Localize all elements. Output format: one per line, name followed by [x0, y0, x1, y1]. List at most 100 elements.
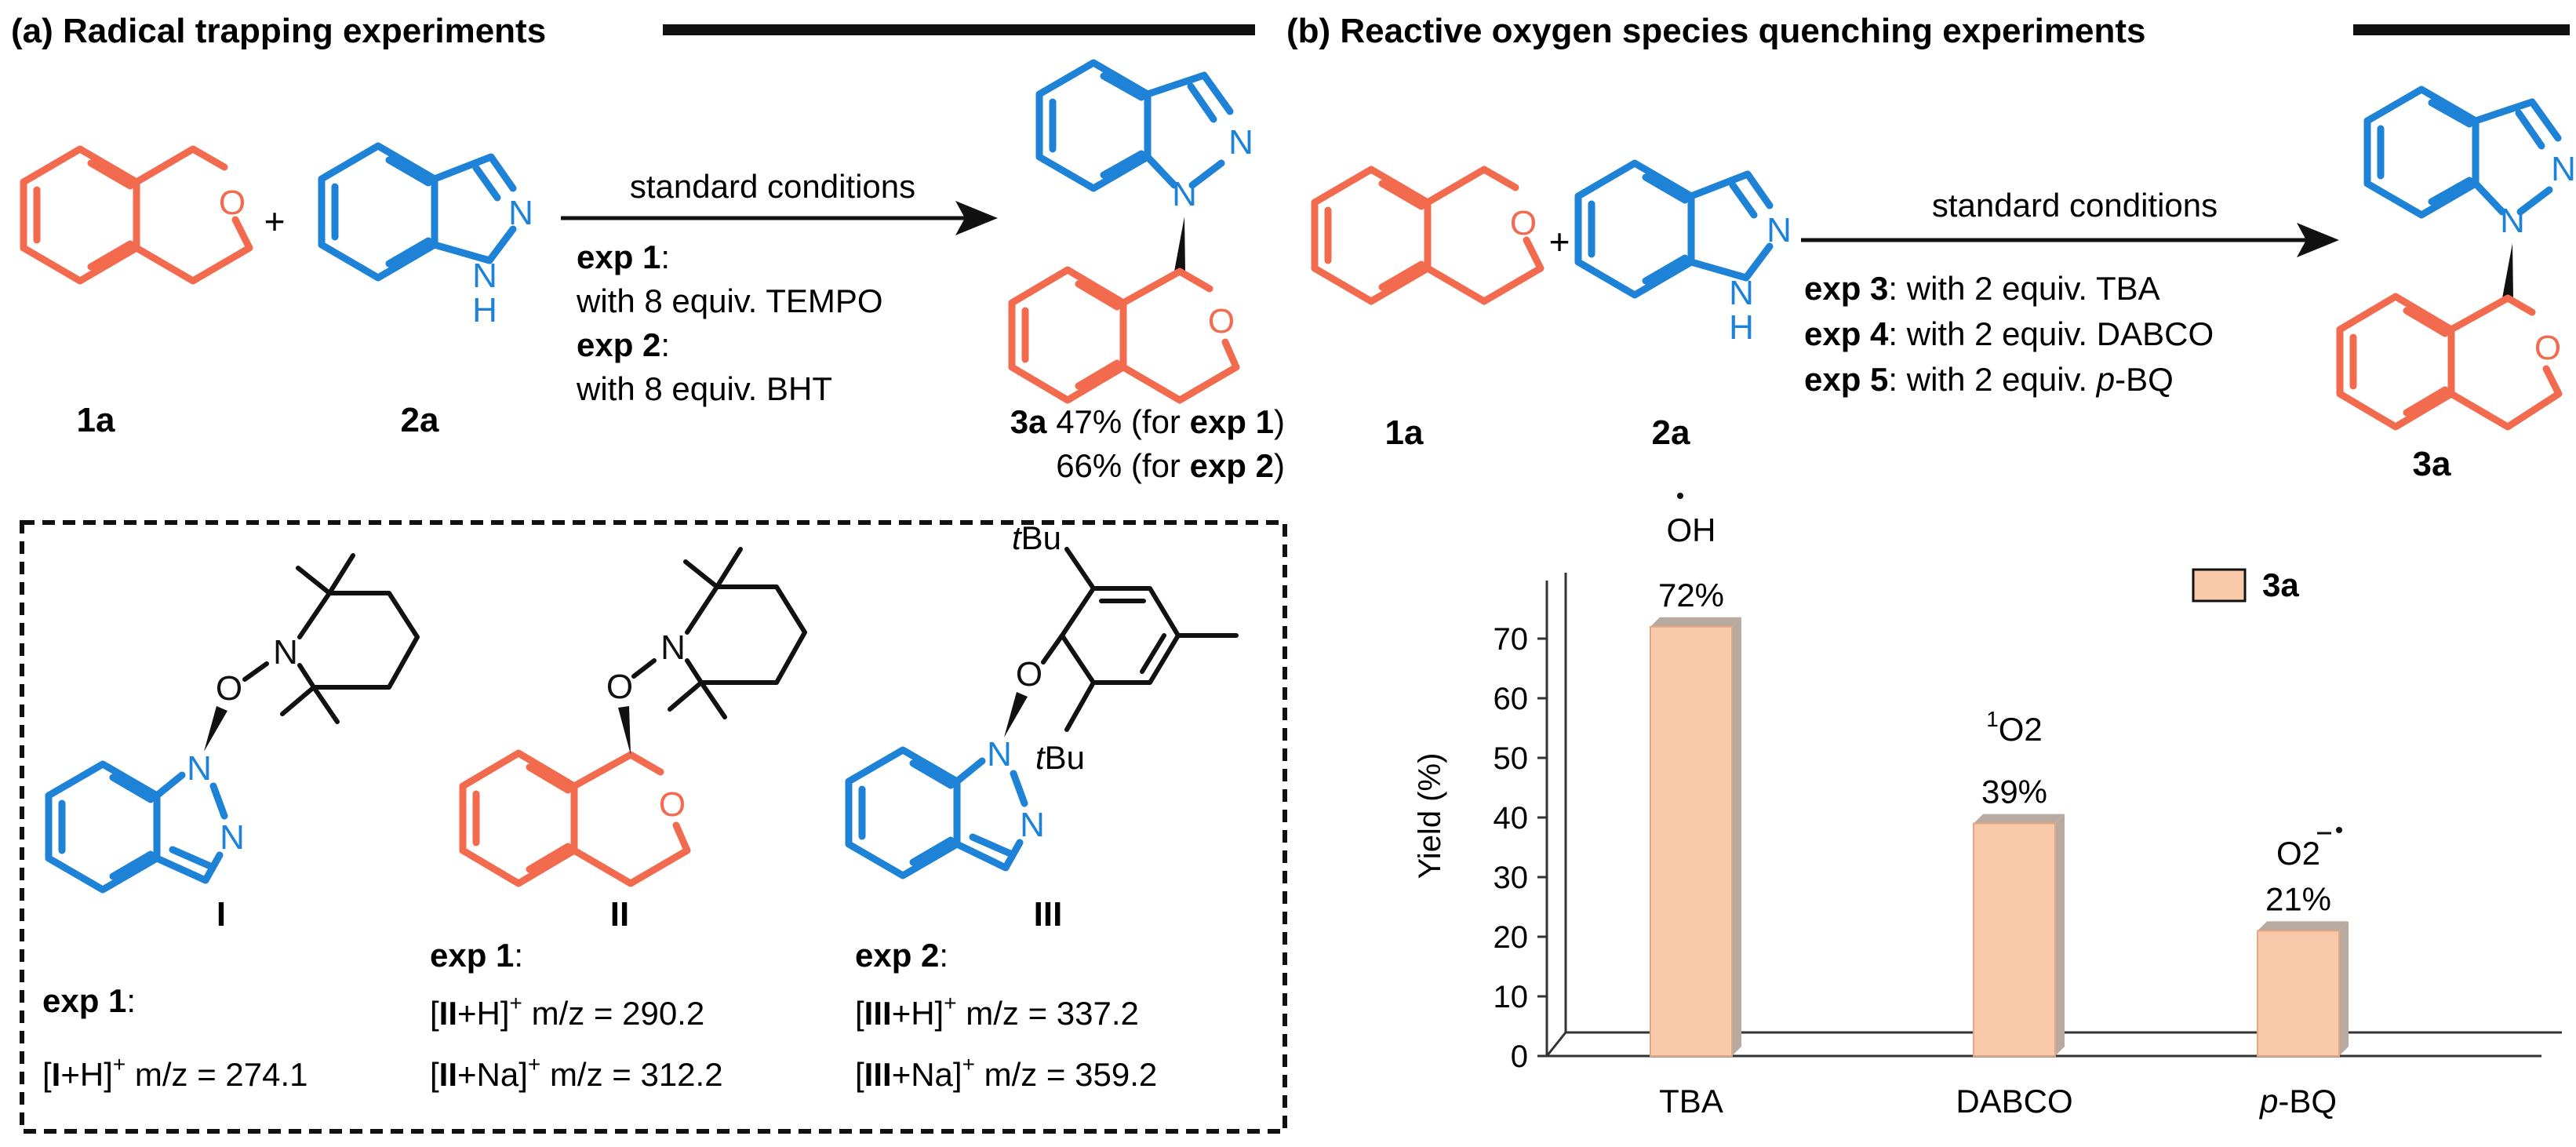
trapping-adducts-box: [20, 520, 1287, 1134]
atom-N1-3a: N: [1172, 175, 1197, 213]
atom-O-link-II: O: [606, 668, 633, 706]
legend-label: 3a: [2262, 566, 2299, 603]
y-tick-label: 30: [1494, 861, 1529, 895]
y-tick-label: 70: [1494, 622, 1529, 657]
adduct-II: O O N II exp 1: [II+H]+ m/z = 290.2 [II+…: [430, 547, 807, 1093]
atom-N1-3a-b: N: [2500, 202, 2525, 240]
II-ion-2: [II+Na]+ m/z = 312.2: [430, 1052, 723, 1093]
structure-1a: [20, 145, 253, 285]
atom-NH-2a-b: N: [1729, 274, 1754, 312]
plus-a: +: [264, 201, 286, 242]
yield-line-2: 66% (for exp 2): [1056, 447, 1285, 484]
y-tick-label: 50: [1494, 741, 1529, 776]
label-III: III: [1034, 895, 1063, 934]
wedge-bond-I: [204, 706, 227, 752]
plus-b: +: [1549, 221, 1570, 262]
panel-a: (a) Radical trapping experiments O + N N…: [11, 12, 1287, 1134]
atom-O-I: O: [216, 669, 242, 708]
superoxide-dot: [2336, 827, 2342, 833]
bar-top-2: [2258, 921, 2349, 931]
atom-N-2a: N: [508, 194, 533, 232]
wedge-bond-3a: [1174, 217, 1185, 271]
bar-p-BQ: [2257, 930, 2340, 1058]
structure-2a: [318, 142, 517, 282]
y-tick-label: 40: [1494, 801, 1529, 836]
atom-N2-I: N: [220, 818, 245, 857]
bar-value-label: 39%: [1981, 774, 2047, 810]
atom-O-III: O: [1016, 655, 1042, 694]
atom-N2-3a-b: N: [2551, 150, 2576, 188]
legend: 3a: [2192, 566, 2299, 603]
label-2a: 2a: [401, 401, 439, 439]
label-3a-b: 3a: [2413, 445, 2451, 483]
I-exp: exp 1:: [42, 982, 136, 1019]
bar-top-0: [1650, 617, 1741, 627]
I-ion: [I+H]+ m/z = 274.1: [42, 1052, 308, 1093]
radical-dot-OH: [1677, 493, 1683, 499]
atom-NH-2a: N: [472, 257, 497, 295]
bar-side-2: [2339, 921, 2349, 1056]
x-tick-label: DABCO: [1956, 1083, 2072, 1120]
atom-N-tempo-I: N: [273, 633, 298, 672]
arrow-label-b: standard conditions: [1932, 187, 2218, 224]
II-ion-1: [II+H]+ m/z = 290.2: [430, 991, 704, 1032]
label-I: I: [216, 895, 226, 934]
atom-N1-I: N: [187, 749, 212, 788]
x-tick-label: TBA: [1659, 1083, 1723, 1120]
atom-N2-III: N: [1020, 806, 1045, 844]
structure-3a-indazole: [1035, 59, 1234, 192]
tBu-top: tBu: [1012, 519, 1061, 556]
structure-1a-b: [1311, 166, 1545, 305]
bar-top-1: [1974, 814, 2065, 824]
bar-DABCO: [1973, 822, 2056, 1057]
panel-b: (b) Reactive oxygen species quenching ex…: [1286, 12, 2576, 1120]
atom-N1-III: N: [987, 735, 1012, 774]
y-axis-label: Yield (%): [1413, 753, 1447, 879]
atom-N-tempo-II: N: [660, 628, 686, 667]
bar-side-1: [2055, 814, 2065, 1056]
yield-line-1: 3a 47% (for exp 1): [1010, 403, 1285, 440]
atom-N-2a-b: N: [1766, 211, 1792, 249]
adduct-III: N N O tBu tBu III exp 2: [III+H]+ m/z = …: [845, 519, 1239, 1093]
ros-label-1O2: 1O2: [1986, 707, 2043, 748]
III-ion-2: [III+Na]+ m/z = 359.2: [855, 1052, 1157, 1093]
structure-3a-isochroman: [1008, 266, 1240, 404]
wedge-bond-3a-b: [2502, 243, 2513, 298]
ros-label-OH: OH: [1667, 512, 1716, 548]
ros-labels: OH 1O2 O2: [1667, 493, 2342, 872]
y-tick-label: 0: [1511, 1040, 1528, 1074]
wedge-bond-II: [618, 706, 631, 755]
atom-N2-3a: N: [1228, 123, 1253, 162]
atom-O-1a-b: O: [1510, 204, 1537, 242]
wedge-bond-III: [1004, 692, 1028, 737]
structure-2a-b: [1574, 159, 1774, 299]
legend-swatch: [2192, 568, 2247, 603]
atom-H-2a-b: H: [1729, 308, 1754, 347]
arrowhead-a: [955, 201, 998, 235]
y-tick-label: 20: [1494, 920, 1529, 955]
atom-H-2a: H: [472, 291, 497, 330]
arrow-label-a: standard conditions: [630, 168, 915, 205]
bar-side-0: [1732, 617, 1741, 1056]
conditions-a: exp 1: with 8 equiv. TEMPO exp 2: with 8…: [576, 239, 892, 407]
label-1a: 1a: [77, 401, 115, 439]
label-2a-b: 2a: [1652, 413, 1690, 452]
label-II: II: [610, 895, 629, 934]
atom-O-ring-II: O: [659, 785, 686, 824]
structure-3a-indazole-b: [2363, 86, 2562, 219]
ros-label-O2-radical-anion: O2: [2276, 835, 2320, 872]
conditions-b: exp 3: with 2 equiv. TBA exp 4: with 2 e…: [1804, 270, 2223, 398]
bars: [1650, 617, 2349, 1058]
atom-O-1a: O: [219, 184, 246, 222]
bar-labels: 72% 39% 21%: [1658, 577, 2331, 918]
III-ion-1: [III+H]+ m/z = 337.2: [855, 991, 1139, 1032]
III-exp: exp 2:: [855, 937, 948, 974]
atom-O-3a-b: O: [2534, 329, 2561, 367]
bar-value-label: 21%: [2265, 880, 2331, 917]
bar-TBA: [1650, 625, 1733, 1057]
bar-value-label: 72%: [1658, 577, 1724, 614]
structure-3a-isochroman-b: [2336, 293, 2563, 431]
